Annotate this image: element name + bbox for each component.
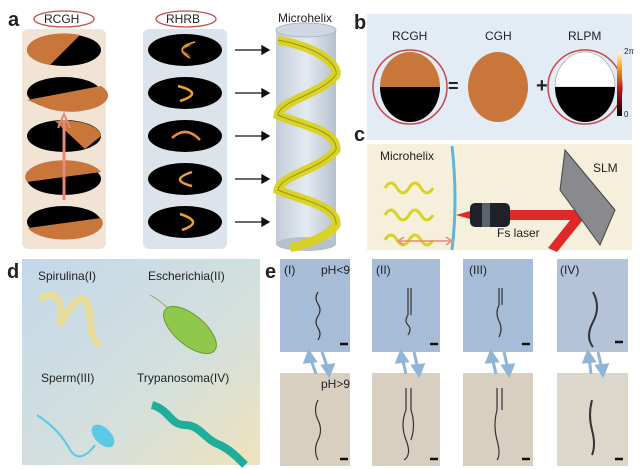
fabricated-microhelices: [383, 181, 435, 247]
microhelix-title: Microhelix: [278, 11, 333, 25]
colorbar-min: 0: [624, 110, 629, 119]
reversible-arrows: [302, 348, 610, 379]
rlpm-circle: [547, 49, 623, 125]
column-label: (III): [469, 263, 487, 277]
microstructure-images: [314, 288, 598, 461]
column-label: (II): [376, 263, 391, 277]
panel-label-d: d: [7, 261, 20, 283]
substrate-slide: [450, 145, 457, 251]
slm-device: [559, 148, 616, 247]
panel-label-a: a: [8, 9, 20, 31]
colorbar-max: 2π: [624, 47, 634, 56]
panel-d-bg: [22, 259, 260, 465]
panel-label-e: e: [265, 261, 277, 283]
slm-label: SLM: [593, 161, 618, 175]
organism-label: Sperm(III): [41, 371, 95, 385]
rotation-indicators: [33, 10, 217, 28]
equals-sign: =: [448, 76, 459, 96]
panel-label-c: c: [354, 124, 366, 146]
organism-label: Spirulina(I): [38, 269, 97, 283]
column-label: (IV): [560, 263, 580, 277]
escherichia-illustration: [149, 294, 217, 355]
trypanosoma-illustration: [150, 401, 248, 468]
panel-label-b: b: [354, 12, 367, 34]
plus-sign: +: [536, 75, 548, 97]
rlpm-label: RLPM: [568, 29, 602, 43]
ph-above-label: pH>9: [321, 377, 351, 391]
rcgh-label: RCGH: [392, 29, 428, 43]
ph-below-label: pH<9: [321, 263, 351, 277]
microhelix-cylinder: [273, 22, 341, 253]
cgh-label: CGH: [485, 29, 512, 43]
spirulina-illustration: [37, 291, 103, 348]
phase-colorbar: [617, 52, 622, 116]
rhrb-beams: [148, 34, 222, 238]
rhrb-title: RHRB: [166, 12, 201, 26]
sperm-illustration: [36, 414, 115, 458]
organism-label: Escherichia(II): [148, 269, 225, 283]
scale-bars: [340, 340, 623, 461]
beam-arrows: [235, 44, 271, 228]
microhelix-label: Microhelix: [380, 149, 435, 163]
rcgh-circle: [372, 49, 448, 125]
rcgh-title: RCGH: [44, 12, 80, 26]
fs-laser-label: Fs laser: [497, 226, 540, 240]
cgh-circle: [468, 52, 528, 122]
micrographs: [280, 259, 628, 466]
organism-label: Trypanosoma(IV): [137, 371, 230, 385]
column-label: (I): [284, 263, 296, 277]
laser-beam: [510, 210, 583, 220]
